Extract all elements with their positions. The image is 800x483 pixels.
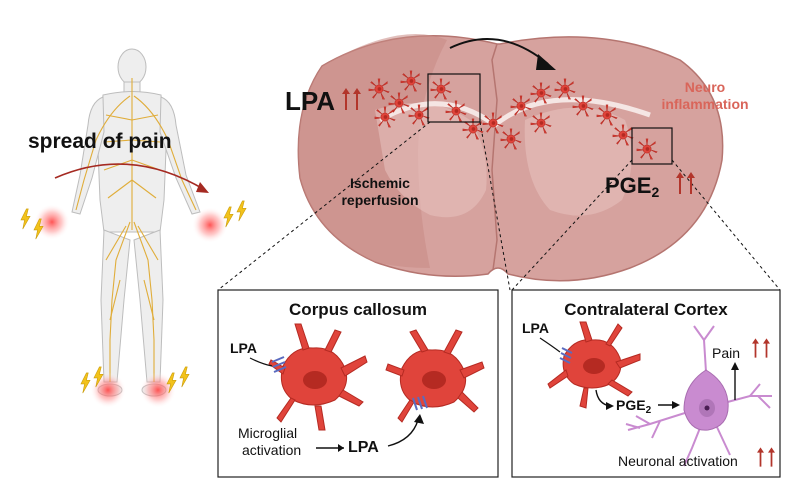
spread-arrow (54, 163, 206, 191)
receptor-icon (559, 347, 573, 364)
neuro-label-line1: Neuro (685, 79, 725, 95)
panel-right-lpa: LPA (522, 320, 549, 336)
spread-of-pain-label: spread of pain (28, 130, 172, 153)
zoom-box-corpus (427, 73, 481, 123)
microglia-icon (268, 323, 485, 431)
panel-left-lpa-top: LPA (230, 340, 257, 356)
ischemic-label-line1: Ischemic (350, 175, 410, 191)
lpa-main-label: LPA (285, 86, 335, 116)
panel-left-microglial-line1: Microglial (238, 425, 297, 441)
contralateral-cortex-panel: Contralateral Cortex LPA (511, 289, 781, 478)
panel-left-title: Corpus callosum (289, 300, 427, 319)
human-body-figure (34, 48, 228, 408)
neuro-label-line2: inflammation (661, 96, 748, 112)
panel-left-microglial-line2: activation (242, 442, 301, 458)
ischemic-label-line2: reperfusion (341, 192, 418, 208)
receptor-icon (271, 356, 428, 411)
panel-right-neuronal: Neuronal activation (618, 453, 738, 469)
panel-right-pge: PGE2 (616, 397, 652, 416)
corpus-callosum-panel: Corpus callosum (217, 289, 499, 478)
microglia-icon (547, 321, 641, 409)
brain-section (297, 33, 724, 282)
pge-main-label: PGE2 (605, 173, 659, 200)
zoom-lines (217, 121, 781, 291)
panel-right-title: Contralateral Cortex (564, 300, 728, 319)
panel-right-pain: Pain (712, 345, 740, 361)
neuron-icon (625, 325, 772, 467)
panel-left-lpa-bottom: LPA (348, 439, 379, 456)
zoom-box-cortex (631, 127, 673, 165)
